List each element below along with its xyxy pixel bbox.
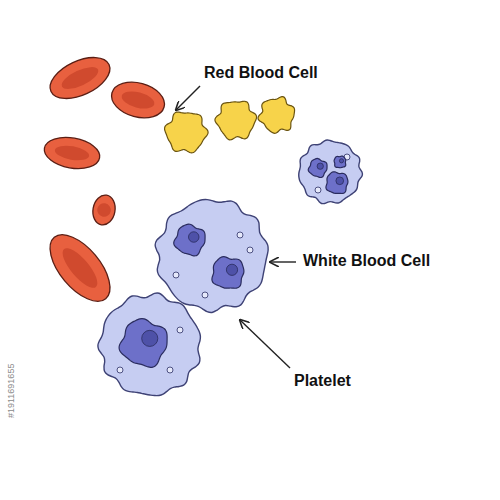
red-blood-cell [44, 49, 116, 107]
vesicle [247, 247, 253, 253]
cell-body [108, 77, 169, 124]
nucleolus [189, 232, 200, 243]
cell-body [44, 49, 116, 107]
callout-label: Red Blood Cell [204, 64, 318, 82]
cell-body [39, 225, 121, 312]
nucleolus [142, 330, 158, 346]
nucleolus [339, 159, 343, 163]
red-blood-cell [108, 77, 169, 124]
nucleus [308, 158, 327, 177]
cell-body [91, 193, 118, 226]
white-blood-cell [299, 140, 363, 204]
vesicle [173, 272, 179, 278]
cell-body [155, 200, 268, 313]
cell-center [96, 202, 112, 218]
platelets [165, 97, 295, 153]
platelet-cell [215, 101, 257, 140]
callout-label: White Blood Cell [303, 252, 430, 270]
red-blood-cell [39, 225, 121, 312]
cell-center [57, 243, 103, 293]
nucleus [212, 257, 244, 289]
leader-lines [176, 86, 296, 368]
leader-line [270, 261, 296, 262]
nucleolus [336, 177, 344, 185]
white-blood-cell [98, 293, 201, 396]
red-blood-cell [42, 133, 102, 172]
nucleus [334, 156, 346, 168]
nucleolus [226, 264, 237, 275]
leader-line [240, 320, 290, 368]
cell-body [98, 293, 201, 396]
red-blood-cell [91, 193, 118, 226]
nucleolus [317, 163, 323, 169]
red-blood-cells [39, 49, 169, 311]
vesicle [117, 367, 123, 373]
vesicle [315, 187, 321, 193]
cell-center [120, 88, 156, 111]
platelet-cell [258, 97, 295, 134]
cell-body [42, 133, 102, 172]
nucleus [119, 319, 167, 368]
stock-id: #1911691655 [6, 364, 16, 418]
platelet-cell [165, 112, 209, 153]
leader-line [176, 86, 200, 110]
nucleus [174, 224, 205, 256]
cell-center [59, 63, 101, 94]
vesicle [237, 232, 243, 238]
cell-center [54, 143, 91, 162]
vesicle [167, 367, 173, 373]
white-blood-cell [155, 200, 268, 313]
vesicle [177, 327, 183, 333]
cell-body [299, 140, 363, 204]
nucleus [326, 172, 348, 194]
vesicle [202, 292, 208, 298]
callout-label: Platelet [294, 372, 351, 390]
